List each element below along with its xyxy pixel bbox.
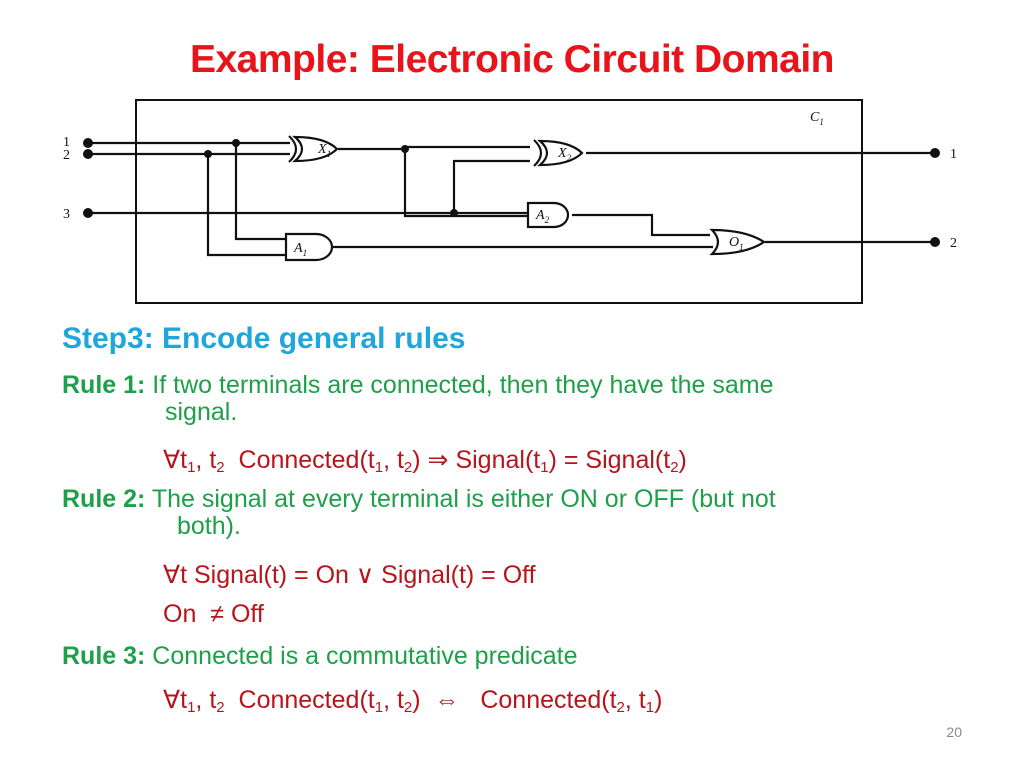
output-label: 1 — [950, 147, 957, 162]
circuit-label: C1 — [810, 110, 824, 127]
gate-label: X1 — [317, 142, 331, 159]
rule-text-cont: signal. — [165, 398, 238, 426]
gate-a1 — [284, 232, 334, 262]
rule-label: Rule 3: — [62, 642, 146, 670]
rule-label: Rule 2: — [62, 485, 146, 513]
circuit-box — [135, 99, 863, 304]
rule-text-cont: both). — [177, 512, 241, 540]
gate-label: A1 — [293, 241, 307, 258]
input-label: 1 — [63, 135, 70, 150]
rule-text: The signal at every terminal is either O… — [145, 485, 776, 513]
slide-number: 20 — [946, 724, 962, 740]
rule-1-formula: ∀t1, t2 Connected(t1, t2) ⇒ Signal(t1) =… — [163, 446, 687, 476]
rule-3-formula: ∀t1, t2 Connected(t1, t2) ⇔ Connected(t2… — [163, 686, 663, 716]
rule-text: If two terminals are connected, then the… — [145, 371, 774, 399]
gate-label: A2 — [535, 208, 550, 225]
gate-x1 — [288, 135, 339, 163]
gate-o1 — [709, 228, 766, 256]
rule-text: Connected is a commutative predicate — [145, 642, 578, 670]
input-label: 2 — [63, 148, 70, 163]
rule-2: Rule 2: The signal at every terminal is … — [62, 486, 974, 540]
gate-x2 — [533, 139, 584, 167]
rule-2-formula-1: ∀t Signal(t) = On ∨ Signal(t) = Off — [163, 561, 536, 589]
input-label: 3 — [63, 207, 70, 222]
circuit-diagram: X1 X2 A2 A1 O1 C1 1 2 3 1 2 — [63, 99, 957, 304]
gate-label: X2 — [557, 146, 572, 163]
gate-label: O1 — [729, 235, 744, 252]
output-label: 2 — [950, 236, 957, 251]
rule-2-formula-2: On ≠ Off — [163, 600, 264, 628]
rule-3: Rule 3: Connected is a commutative predi… — [62, 643, 578, 670]
slide-title: Example: Electronic Circuit Domain — [189, 38, 835, 81]
rule-1: Rule 1: If two terminals are connected, … — [62, 372, 773, 426]
step-heading: Step3: Encode general rules — [62, 322, 466, 355]
rule-label: Rule 1: — [62, 371, 146, 399]
gate-a2 — [526, 201, 570, 229]
